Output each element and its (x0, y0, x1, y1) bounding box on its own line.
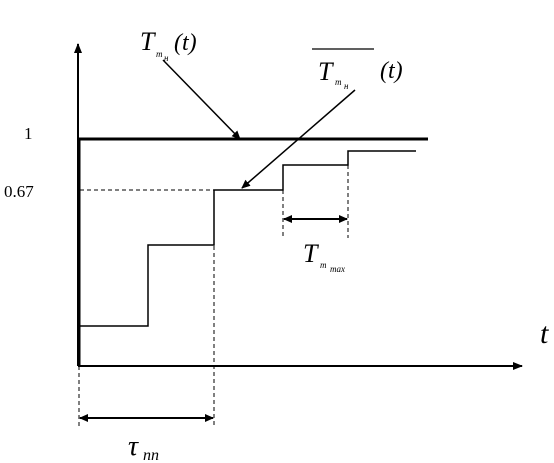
x-axis-variable: t (540, 317, 549, 350)
svg-text:max: max (330, 264, 345, 274)
staircase-curve (80, 150, 416, 327)
svg-text:(t): (t) (380, 58, 403, 84)
label-T-max: T m max (303, 239, 345, 274)
svg-text:н: н (164, 53, 169, 63)
svg-text:T: T (318, 57, 334, 86)
svg-text:T: T (303, 239, 319, 268)
label-T-bar: T m н (t) (312, 48, 403, 91)
svg-text:nn: nn (143, 447, 159, 463)
label-tau: τ nn (128, 431, 159, 463)
svg-text:m: m (335, 77, 342, 87)
y-tick-1: 1 (24, 124, 33, 143)
svg-text:н: н (344, 81, 349, 91)
label-T-main: T m н (t) (140, 27, 197, 63)
svg-text:T: T (140, 27, 156, 56)
y-tick-067: 0.67 (4, 182, 34, 201)
svg-text:m: m (156, 49, 163, 59)
svg-text:m: m (320, 260, 327, 270)
svg-text:τ: τ (128, 431, 139, 462)
leader-arrow-T-bar (241, 89, 356, 189)
svg-text:(t): (t) (174, 30, 197, 56)
leader-arrow-T-main (162, 59, 241, 140)
